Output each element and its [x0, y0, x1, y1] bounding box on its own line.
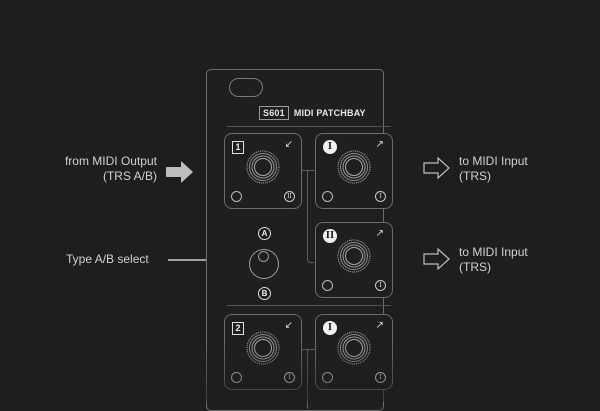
output1-annotation-line1: to MIDI Input — [459, 154, 528, 168]
input-number-badge: 1 — [232, 141, 244, 154]
arrow-up-right-icon: ↗ — [375, 320, 384, 331]
output-roman-badge: II — [323, 229, 337, 243]
outline-arrow-right-icon-2 — [423, 248, 450, 270]
input-jack-card-1[interactable]: 1 ↙ II — [224, 133, 302, 209]
pin-indicator: I — [284, 372, 295, 383]
arrow-up-right-icon: ↗ — [375, 139, 384, 150]
arrow-up-right-icon: ↗ — [375, 228, 384, 239]
solid-arrow-right-icon — [166, 161, 193, 183]
dot-circle-icon — [322, 280, 333, 291]
output1-annotation: to MIDI Input (TRS) — [459, 154, 528, 184]
input-annotation: from MIDI Output (TRS A/B) — [58, 154, 157, 184]
trs-jack-icon[interactable] — [337, 150, 371, 184]
dot-circle-icon — [322, 372, 333, 383]
panel-title: S601 MIDI PATCHBAY — [259, 106, 366, 120]
panel-title-text: MIDI PATCHBAY — [293, 108, 366, 118]
type-ab-selector-switch[interactable] — [249, 249, 279, 279]
selector-label-a: A — [258, 227, 271, 240]
trs-jack-icon[interactable] — [337, 239, 371, 273]
selector-indicator — [258, 251, 269, 262]
trs-jack-icon[interactable] — [337, 331, 371, 365]
dot-circle-icon — [231, 191, 242, 202]
connection-wire — [307, 349, 308, 409]
arrow-down-left-icon: ↙ — [284, 320, 293, 331]
pin-indicator: II — [284, 191, 295, 202]
connection-wire — [301, 349, 315, 350]
input-annotation-line1: from MIDI Output — [64, 154, 157, 168]
selector-label-b: B — [258, 287, 271, 300]
selector-pointer-line — [168, 259, 240, 261]
dot-circle-icon — [231, 372, 242, 383]
connection-wire — [307, 170, 314, 263]
arrow-down-left-icon: ↙ — [284, 139, 293, 150]
output2-annotation-line1: to MIDI Input — [459, 245, 528, 259]
patchbay-panel: S601 MIDI PATCHBAY 1 ↙ II I ↗ I II ↗ — [206, 69, 393, 411]
outline-arrow-right-icon-1 — [423, 157, 450, 179]
output2-annotation-line2: (TRS) — [459, 260, 491, 274]
output1-annotation-line2: (TRS) — [459, 169, 491, 183]
mounting-hole — [229, 78, 263, 97]
trs-jack-icon[interactable] — [246, 150, 280, 184]
output-roman-badge: I — [323, 140, 337, 154]
output-jack-card-1-i[interactable]: I ↗ I — [315, 133, 393, 209]
input-annotation-line2: (TRS A/B) — [102, 169, 157, 183]
divider-middle — [227, 305, 391, 306]
output-roman-badge: I — [323, 321, 337, 335]
divider-top — [227, 126, 391, 127]
output-jack-card-1-ii[interactable]: II ↗ I — [315, 222, 393, 298]
output-jack-card-2-i[interactable]: I ↗ I — [315, 314, 393, 390]
output2-annotation: to MIDI Input (TRS) — [459, 245, 528, 275]
pin-indicator: I — [375, 280, 386, 291]
input-jack-card-2[interactable]: 2 ↙ I — [224, 314, 302, 390]
selector-annotation: Type A/B select — [66, 252, 149, 266]
input-number-badge: 2 — [232, 322, 244, 335]
dot-circle-icon — [322, 191, 333, 202]
pin-indicator: I — [375, 191, 386, 202]
trs-jack-icon[interactable] — [246, 331, 280, 365]
pin-indicator: I — [375, 372, 386, 383]
model-badge: S601 — [259, 106, 289, 120]
